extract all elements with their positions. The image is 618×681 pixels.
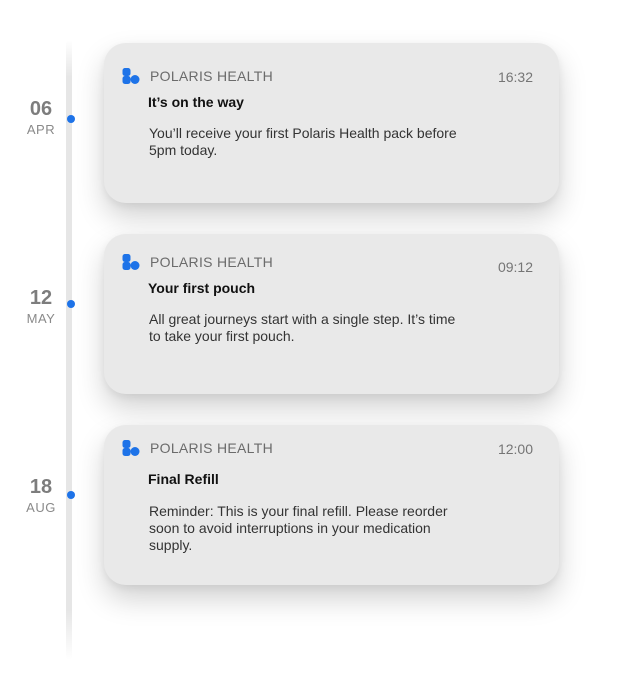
pill-capsule-icon [122,440,140,456]
pill-capsule-icon [122,68,140,84]
notification-brand: POLARIS HEALTH [122,67,273,85]
date-month: MAY [26,311,56,326]
timeline-dot [67,300,75,308]
timeline-date-1: 06 APR [20,98,62,138]
date-day: 06 [29,98,53,120]
notification-brand: POLARIS HEALTH [122,439,273,457]
notification-time: 16:32 [497,69,533,85]
date-month: AUG [26,500,56,515]
notification-title: Your first pouch [148,280,256,296]
notification-body: You’ll receive your first Polaris Health… [149,125,457,158]
pill-capsule-icon [122,254,140,270]
notification-title: Final Refill [148,471,219,487]
notification-brand: POLARIS HEALTH [122,253,273,271]
brand-name: POLARIS HEALTH [150,68,273,84]
timeline-date-2: 12 MAY [20,287,62,327]
notification-time: 09:12 [497,259,533,275]
notification-body: Reminder: This is your final refill. Ple… [149,503,448,553]
notification-card[interactable]: POLARIS HEALTH 12:00 Final Refill Remind… [104,425,559,585]
date-day: 18 [29,476,53,498]
timeline-dot [67,115,75,123]
brand-name: POLARIS HEALTH [150,440,273,456]
notification-card[interactable]: POLARIS HEALTH 09:12 Your first pouch Al… [104,234,559,394]
timeline-date-3: 18 AUG [20,476,62,516]
date-month: APR [26,122,56,137]
notification-time: 12:00 [497,441,533,457]
brand-name: POLARIS HEALTH [150,254,273,270]
date-day: 12 [29,287,53,309]
timeline-line [66,40,72,660]
timeline-dot [67,491,75,499]
notification-card[interactable]: POLARIS HEALTH 16:32 It’s on the way You… [104,43,559,203]
notification-body: All great journeys start with a single s… [149,311,456,344]
notification-title: It’s on the way [148,94,244,110]
